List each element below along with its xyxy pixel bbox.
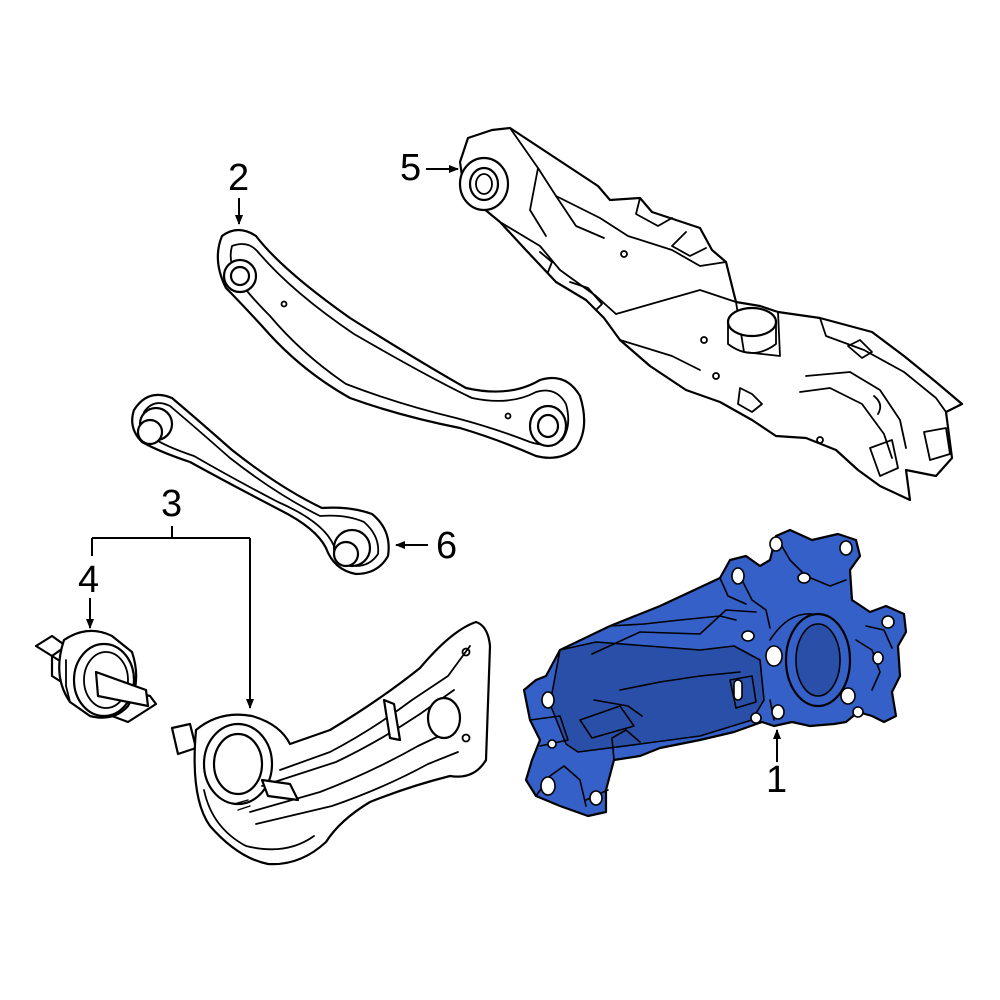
callout-1: 1: [766, 729, 787, 801]
callout-3: 3: [91, 483, 254, 709]
part-6-lower-link[interactable]: [131, 393, 390, 576]
callout-4-label: 4: [78, 559, 99, 601]
callout-3-label: 3: [161, 483, 182, 525]
callout-1-label: 1: [766, 759, 787, 801]
part-2-upper-control-arm[interactable]: [216, 228, 586, 459]
callout-2: 2: [228, 157, 249, 225]
callout-2-label: 2: [228, 157, 249, 199]
part-5-crossmember[interactable]: [458, 126, 964, 502]
callout-4: 4: [78, 559, 99, 629]
part-1-knuckle[interactable]: [522, 528, 908, 818]
callout-6: 6: [395, 525, 457, 567]
callout-6-label: 6: [436, 525, 457, 567]
part-4-bushing[interactable]: [34, 629, 158, 724]
part-3-trailing-arm[interactable]: [170, 620, 492, 866]
callout-5-label: 5: [400, 147, 421, 189]
callout-5: 5: [400, 147, 459, 189]
